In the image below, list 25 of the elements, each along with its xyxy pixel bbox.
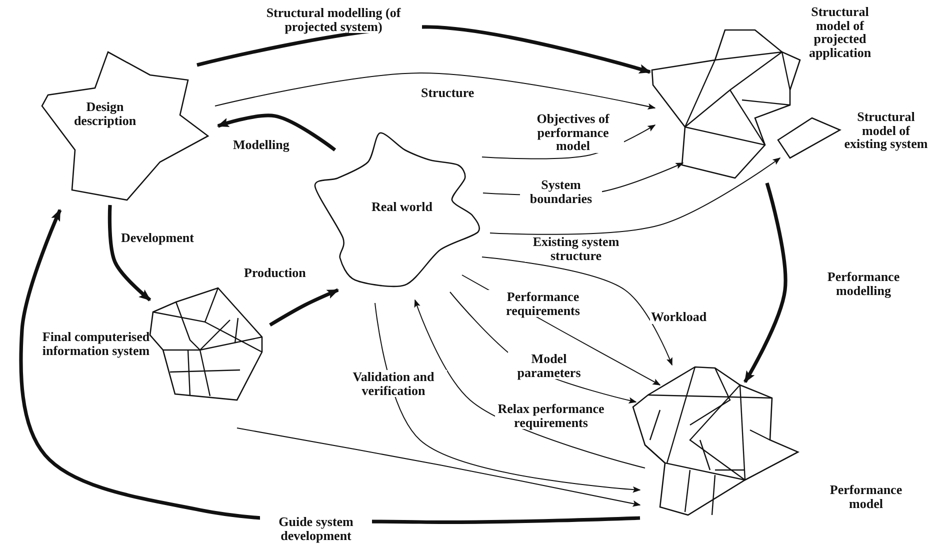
arrow — [216, 114, 336, 152]
node-label: Final computerised information system — [41, 330, 151, 358]
arrow — [196, 25, 652, 74]
edge-label: Relax performance requirements — [495, 402, 607, 430]
node-label: Real world — [370, 200, 434, 214]
arrow — [374, 302, 641, 493]
edge-label: Workload — [650, 310, 708, 324]
node-label: Performance model — [828, 483, 904, 510]
arrow — [414, 299, 646, 468]
arrow — [743, 182, 788, 384]
arrow — [236, 428, 641, 507]
edge-label: System boundaries — [520, 178, 602, 206]
edge-label: Structure — [420, 86, 476, 100]
node-label: Structural model of projected application — [808, 5, 872, 60]
node-label: Design description — [72, 100, 138, 128]
edge-label: Guide system development — [260, 515, 372, 542]
arrow — [269, 288, 340, 327]
arrow — [482, 256, 672, 366]
arrow — [108, 204, 152, 302]
arrow — [490, 158, 781, 235]
edge-label: Modelling — [232, 138, 290, 152]
node-label: Structural model of existing system — [843, 110, 929, 151]
edge-label: Development — [120, 231, 195, 245]
edge-label: Production — [243, 266, 307, 280]
arrow — [214, 72, 656, 110]
